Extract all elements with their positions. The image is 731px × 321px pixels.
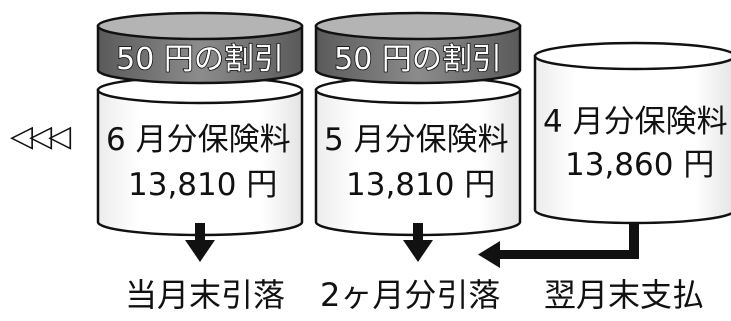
discount-label: 50 円の割引 <box>334 42 502 77</box>
discount-cap-june: 50 円の割引 <box>96 11 304 85</box>
arrow-may-down <box>403 223 433 262</box>
payment-label-next-month: 翌月末支払 <box>544 276 704 314</box>
cylinder-june: 50 円の割引 6 月分保険料 13,810 円 <box>96 11 304 237</box>
payment-label-two-months: 2ヶ月分引落 <box>320 276 500 314</box>
premium-period: 5 月分保険料 <box>324 122 509 158</box>
premium-amount: 13,860 円 <box>565 147 714 183</box>
premium-period: 6 月分保険料 <box>106 122 291 158</box>
discount-label: 50 円の割引 <box>116 42 284 77</box>
premium-period: 4 月分保険料 <box>543 104 728 140</box>
cylinder-april: 4 月分保険料 13,860 円 <box>533 41 731 225</box>
arrow-june-down <box>185 223 215 262</box>
premium-amount: 13,810 円 <box>346 167 495 203</box>
arrow-april-to-may <box>478 222 639 268</box>
payment-label-current-month: 当月末引落 <box>125 276 285 314</box>
discount-cap-may: 50 円の割引 <box>314 11 522 85</box>
more-periods-indicator: ◁◁◁ <box>10 119 71 154</box>
cylinder-may: 50 円の割引 5 月分保険料 13,810 円 <box>314 11 522 237</box>
premium-amount: 13,810 円 <box>128 167 277 203</box>
